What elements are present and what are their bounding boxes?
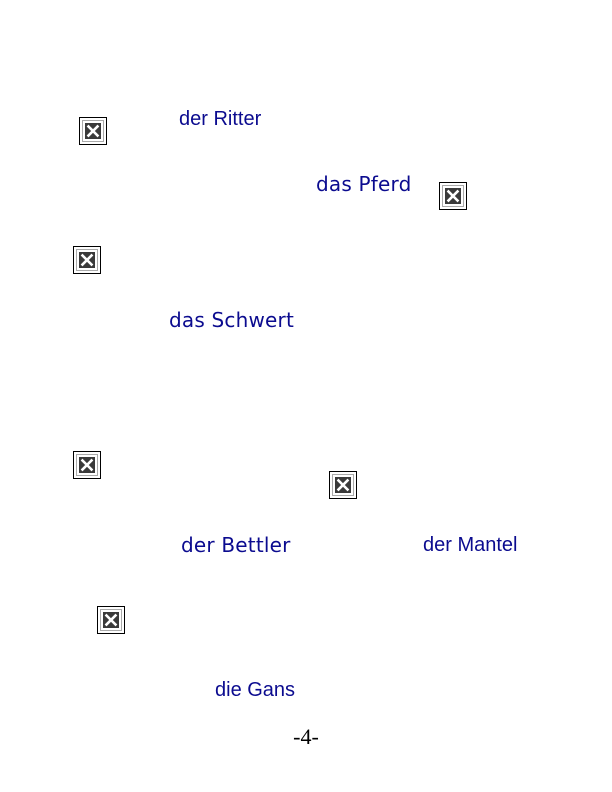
word-pferd: das Pferd	[316, 172, 412, 196]
close-x-glyph	[445, 188, 461, 204]
close-x-glyph	[103, 612, 119, 628]
word-schwert: das Schwert	[169, 308, 295, 332]
broken-image-icon	[73, 246, 101, 274]
page-number: -4-	[293, 724, 319, 749]
word-bettler: der Bettler	[181, 533, 291, 557]
broken-image-icon	[97, 606, 125, 634]
close-x-glyph	[85, 123, 101, 139]
broken-image-icon	[79, 117, 107, 145]
broken-image-icon	[439, 182, 467, 210]
close-x-glyph	[335, 477, 351, 493]
close-x-glyph	[79, 457, 95, 473]
word-ritter: der Ritter	[179, 108, 262, 130]
close-x-glyph	[79, 252, 95, 268]
broken-image-icon	[329, 471, 357, 499]
word-gans: die Gans	[215, 679, 296, 701]
word-mantel: der Mantel	[423, 534, 518, 556]
broken-image-icon	[73, 451, 101, 479]
